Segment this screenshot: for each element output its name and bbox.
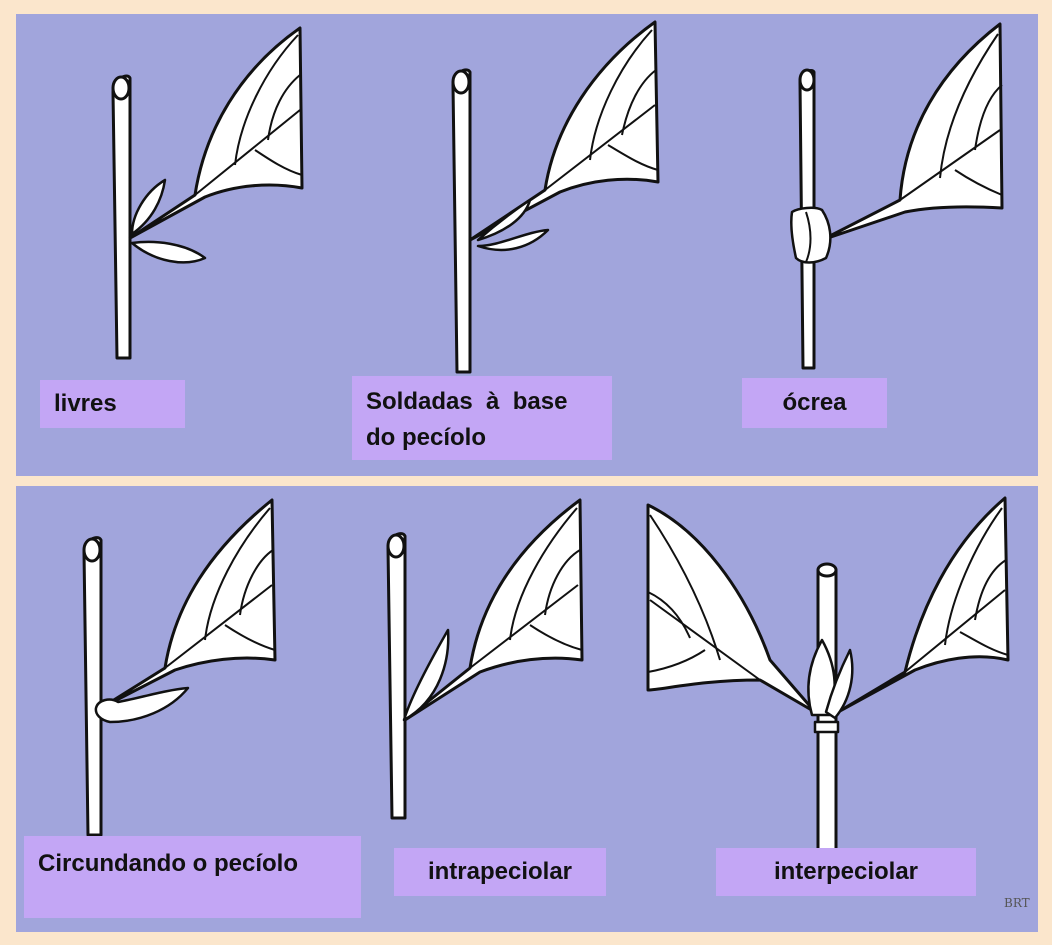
- figure-ocrea: [789, 22, 1004, 370]
- label-soldadas: Soldadas à base do pecíolo: [352, 376, 612, 460]
- label-intrapeciolar: intrapeciolar: [394, 848, 606, 896]
- label-interpeciolar-text: interpeciolar: [773, 858, 919, 885]
- label-livres-text: livres: [54, 390, 117, 417]
- figure-circundando: [82, 498, 277, 837]
- label-interpeciolar: interpeciolar: [716, 848, 976, 896]
- label-ocrea: ócrea: [742, 378, 887, 428]
- author-signature: BRT: [1004, 896, 1030, 910]
- label-circundando-text: Circundando o pecíolo: [38, 850, 299, 877]
- figure-intrapeciolar: [386, 498, 584, 820]
- label-ocrea-text: ócrea: [782, 389, 847, 416]
- label-soldadas-line2: do pecíolo: [366, 424, 486, 451]
- label-intrapeciolar-text: intrapeciolar: [427, 858, 573, 885]
- label-soldadas-line1: Soldadas à base: [366, 388, 568, 415]
- figure-soldadas: [451, 20, 660, 374]
- label-livres: livres: [40, 380, 185, 428]
- figure-interpeciolar: [646, 496, 1010, 854]
- figure-livres: [111, 26, 304, 360]
- label-circundando: Circundando o pecíolo: [24, 836, 361, 918]
